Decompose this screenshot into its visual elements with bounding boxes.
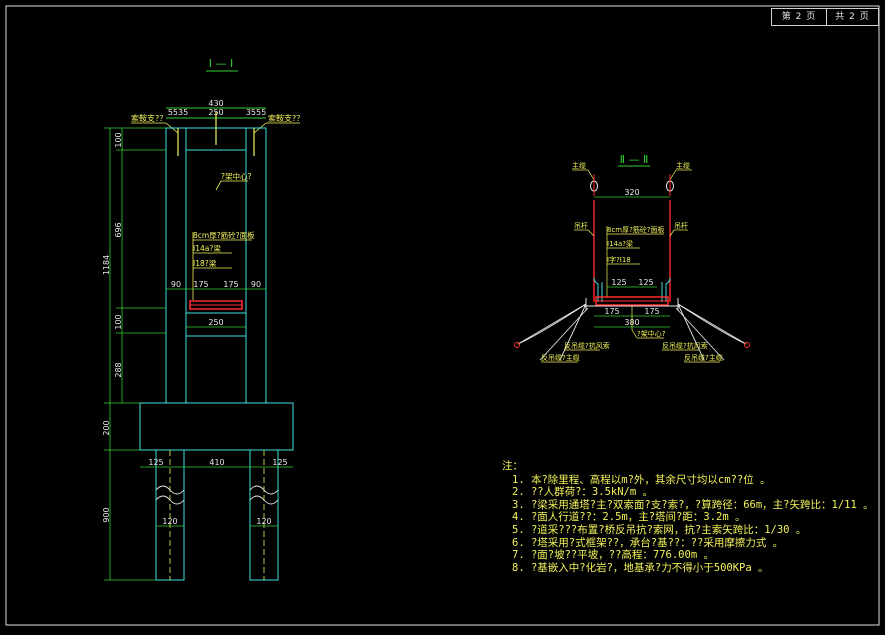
note-item: 5. ?道采???布置?桥反吊抗?索网，抗?主索矢跨比：1/30 。	[512, 523, 807, 536]
pile-break-right	[249, 485, 279, 505]
cross-deck-label-3: I字?I18	[607, 255, 631, 264]
vdim-1184: 1184	[102, 255, 111, 275]
wind-cables	[517, 303, 747, 361]
vdim-200: 200	[102, 420, 111, 435]
railing-right	[661, 277, 671, 302]
dim-175-right: 175	[223, 280, 238, 289]
note-item: 8. ?基嵌入中?化岩?，地基承?力不得小于500KPa 。	[512, 561, 769, 574]
pile-dim-right: 120	[256, 517, 271, 526]
vdim-900: 900	[102, 507, 111, 522]
tower-center-label: ?架中心?	[221, 171, 251, 181]
notes-header: 注：	[502, 460, 523, 472]
deck-label-2: I14a?梁	[193, 244, 221, 253]
main-cable-label-left: 主缆	[572, 161, 586, 170]
vdim-288: 288	[114, 362, 123, 377]
section1-title: I — I	[209, 57, 233, 70]
note-item: 6. ?塔采用?式框架??，承台?基??：??采用摩擦力式 。	[512, 536, 784, 549]
section-1-tower: I — I 430 5535 250 3555 索鞍支?？ 索鞍支?？	[102, 57, 304, 581]
page-number-box: 第 2 页	[771, 8, 827, 26]
note-item: 3. ?梁采用通塔?主?双索面?支?索?，?算跨径：66m，主?矢跨比：1/11…	[512, 498, 874, 511]
tower-inner-frame	[185, 149, 247, 404]
dim-410: 410	[209, 458, 224, 467]
dim-250-deck: 250	[208, 318, 223, 327]
anchor-right-icon	[744, 342, 750, 348]
section2-title: Ⅱ — Ⅱ	[620, 153, 649, 166]
wind-label-4: 反吊缆?主缆	[684, 353, 723, 362]
deck-label-3: I18?梁	[193, 259, 217, 268]
pile-dim-left: 120	[162, 517, 177, 526]
note-item: 4. ?面人行道??：2.5m，主?塔间?距：3.2m 。	[512, 511, 746, 524]
note-item: 1. 本?除里程、高程以m?外，其余尺寸均以cm??位 。	[512, 473, 771, 486]
railing-left	[593, 277, 603, 302]
pile-break-left	[155, 485, 185, 505]
dim-175-left: 175	[193, 280, 208, 289]
wind-label-1: 反吊缆?抗风索	[564, 341, 610, 350]
saddle-label-right: 索鞍支?？	[268, 113, 304, 123]
vdim-100-top: 100	[114, 132, 123, 147]
anchor-left-icon	[514, 342, 520, 348]
dim-125-left: 125	[148, 458, 163, 467]
cross-deck-label-1: 8cm厚?筋砼?面板	[607, 225, 665, 234]
vdim-100-mid: 100	[114, 314, 123, 329]
notes-block: 注： 1. 本?除里程、高程以m?外，其余尺寸均以cm??位 。 2. ??人群…	[502, 460, 874, 574]
hanger-label-left: 吊杆	[574, 221, 588, 230]
tower-column-right	[245, 127, 267, 404]
dim-430: 430	[208, 99, 223, 108]
sheet-border	[5, 5, 880, 626]
cross-dim-175-right: 175	[644, 307, 659, 316]
main-cable-label-right: 主缆	[676, 161, 690, 170]
note-item: 2. ??人群荷?：3.5kN/m 。	[512, 486, 654, 499]
cross-center-label: ?架中心?	[637, 329, 666, 338]
dim-320: 320	[624, 188, 639, 197]
wind-label-2: 反吊缆?主缆	[541, 353, 580, 362]
total-pages-box: 共 2 页	[826, 8, 879, 26]
hanger-label-right: 吊杆	[674, 221, 688, 230]
dim-3555: 3555	[246, 108, 266, 117]
dim-5535: 5535	[168, 108, 188, 117]
cross-dim-125-left: 125	[611, 278, 626, 287]
cross-dim-175-left: 175	[604, 307, 619, 316]
dim-90-left: 90	[171, 280, 181, 289]
section-2-cross: Ⅱ — Ⅱ 主缆 主缆 320 吊杆 吊杆	[514, 153, 750, 363]
wind-label-3: 反吊缆?抗风索	[662, 341, 708, 350]
vdim-696: 696	[114, 222, 123, 237]
saddle-label-left: 索鞍支?？	[131, 113, 167, 123]
cross-deck-label-2: I14a?梁	[607, 239, 633, 248]
dim-90-right: 90	[251, 280, 261, 289]
deck-label-1: 8cm厚?筋砼?面板	[193, 230, 255, 240]
cross-dim-125-right: 125	[638, 278, 653, 287]
note-item: 7. ?面?坡??平坡，??高程：776.00m 。	[512, 549, 714, 562]
dim-125-right: 125	[272, 458, 287, 467]
tower-column-left	[165, 127, 187, 404]
pile-cap	[139, 402, 294, 451]
